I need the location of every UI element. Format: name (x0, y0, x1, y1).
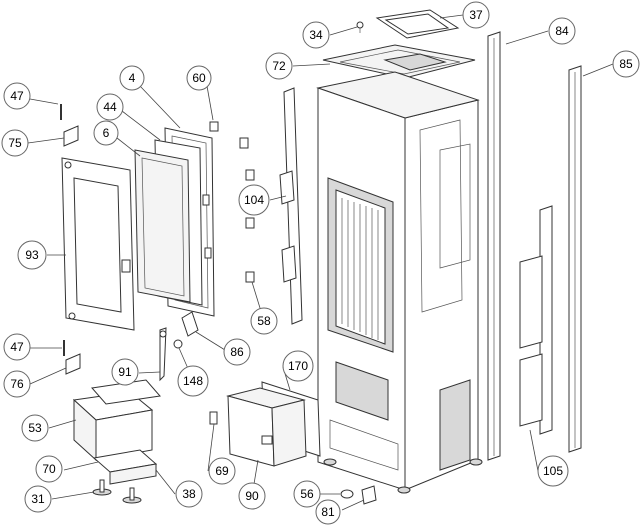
callout-bubble-44: 44 (96, 93, 124, 121)
callout-bubble-38: 38 (175, 480, 203, 508)
callout-bubble-56: 56 (293, 480, 321, 508)
clip-60 (209, 121, 219, 132)
callout-bubble-60: 60 (186, 65, 212, 91)
callout-bubble-37: 37 (462, 1, 490, 29)
callout-label-37: 37 (469, 8, 483, 22)
callout-label-47-bottom: 47 (10, 340, 24, 354)
callout-bubble-81: 81 (315, 499, 341, 525)
side-panel-84 (487, 31, 501, 461)
callout-bubble-72: 72 (265, 52, 293, 80)
washer-148 (173, 339, 183, 349)
callout-label-34: 34 (309, 28, 323, 42)
callout-label-60: 60 (192, 71, 206, 85)
adjustable-foot-31 (92, 479, 142, 504)
callout-label-53: 53 (28, 421, 42, 435)
callout-bubble-104: 104 (238, 184, 270, 216)
callout-label-69: 69 (215, 464, 229, 478)
callout-bubble-93: 93 (17, 240, 47, 270)
hinge-bracket-bottom (65, 353, 81, 375)
callout-label-6: 6 (103, 126, 110, 140)
callout-bubble-58: 58 (250, 307, 278, 335)
callout-bubble-70: 70 (35, 455, 63, 483)
callout-bubble-53: 53 (21, 414, 49, 442)
hinge-bracket-top (63, 125, 79, 147)
callout-bubble-34: 34 (302, 21, 330, 49)
callout-bubble-105: 105 (537, 455, 569, 487)
side-panel-85 (568, 65, 582, 453)
callout-label-148: 148 (183, 374, 203, 388)
top-gasket-frame (375, 9, 460, 39)
callout-bubble-85: 85 (612, 50, 640, 78)
callout-bubble-69: 69 (208, 457, 236, 485)
callout-label-4: 4 (129, 71, 136, 85)
callout-label-70: 70 (42, 462, 56, 476)
side-panel-105 (519, 205, 553, 435)
callout-label-58: 58 (257, 314, 271, 328)
callout-label-31: 31 (31, 492, 45, 506)
callout-label-91: 91 (118, 365, 132, 379)
callout-bubble-170: 170 (282, 350, 314, 382)
door-93 (61, 157, 135, 331)
clip-69 (209, 411, 218, 425)
cap-56 (340, 489, 354, 499)
callout-label-56: 56 (300, 487, 314, 501)
callout-label-84: 84 (555, 24, 569, 38)
callout-label-86: 86 (230, 345, 244, 359)
callout-label-90: 90 (245, 489, 259, 503)
callout-bubble-47-top: 47 (3, 82, 31, 110)
bracket-81 (361, 485, 377, 505)
callout-bubble-91: 91 (111, 358, 139, 386)
stove-body (316, 71, 483, 494)
clips-58 (239, 137, 255, 283)
callout-label-81: 81 (321, 505, 335, 519)
latch-86 (181, 311, 199, 337)
callout-label-38: 38 (182, 487, 196, 501)
callout-bubble-31: 31 (24, 485, 52, 513)
callout-bubble-4: 4 (119, 65, 145, 91)
callout-label-104: 104 (244, 193, 264, 207)
glass-6 (134, 149, 191, 303)
callout-label-85: 85 (619, 57, 633, 71)
callout-bubble-90: 90 (238, 482, 266, 510)
callout-bubble-6: 6 (93, 120, 119, 146)
ash-drawer-90 (226, 387, 307, 467)
callout-label-170: 170 (288, 359, 308, 373)
callout-bubble-76: 76 (3, 370, 31, 398)
callout-bubble-75: 75 (1, 129, 29, 157)
screw-34 (356, 21, 364, 33)
callout-label-72: 72 (272, 59, 286, 73)
top-plate (322, 44, 476, 79)
base-bracket-70 (92, 449, 158, 485)
callout-bubble-148: 148 (177, 365, 209, 397)
callout-label-75: 75 (8, 136, 22, 150)
callout-label-44: 44 (103, 100, 117, 114)
callout-label-93: 93 (25, 248, 39, 262)
callout-bubble-86: 86 (223, 338, 251, 366)
callout-bubble-84: 84 (548, 17, 576, 45)
callout-label-76: 76 (10, 377, 24, 391)
callout-bubble-47-bottom: 47 (3, 333, 31, 361)
callout-label-47-top: 47 (10, 89, 24, 103)
door-handle (159, 327, 167, 382)
callout-label-105: 105 (543, 464, 563, 478)
side-panel-104 (279, 87, 303, 325)
